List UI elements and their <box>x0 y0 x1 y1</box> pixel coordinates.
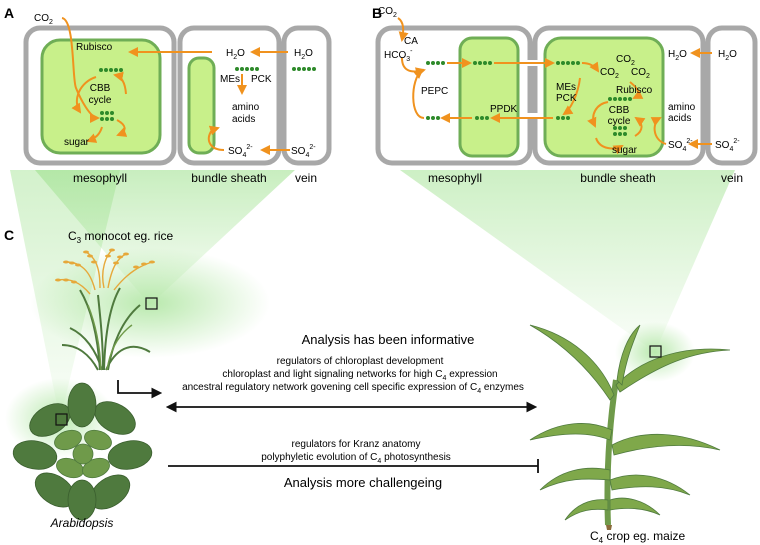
pepc-label-b: PEPC <box>421 86 448 97</box>
rice-plant-illustration <box>55 248 158 371</box>
so4-vein-label-a: SO42- <box>291 144 316 159</box>
metabolite-dots-a <box>99 67 316 121</box>
co2-b-label-b: CO2 <box>600 67 619 80</box>
amino-label-a-1: amino <box>232 102 260 113</box>
panel-a: CO2 Rubisco CBB cycle sugar H2O H2O MEs … <box>23 13 332 185</box>
sheath-chloroplast-b <box>543 36 665 158</box>
so4-sheath-label-b: SO42- <box>668 138 693 153</box>
glow-rice <box>30 248 270 358</box>
maize-leaves <box>529 324 731 521</box>
arabidopsis-label: Arabidopsis <box>50 516 114 530</box>
mes-label-a: MEs <box>220 74 240 85</box>
maize-base <box>606 525 612 530</box>
comparison-arrows <box>117 380 539 473</box>
vein-caption-b: vein <box>721 171 743 185</box>
ppdk-label-b: PPDK <box>490 104 518 115</box>
co2-label-a: CO2 <box>34 13 53 26</box>
so4-sheath-label-a: SO42- <box>228 144 253 159</box>
amino-label-b-2: acids <box>668 113 691 124</box>
mesophyll-caption-a: mesophyll <box>73 171 127 185</box>
informative-heading: Analysis has been informative <box>302 332 475 347</box>
challenge-item-1: regulators for Kranz anatomy <box>292 439 421 450</box>
rice-panicles <box>57 249 153 295</box>
amino-label-b-1: amino <box>668 102 696 113</box>
maize-plant-illustration <box>529 324 731 530</box>
co2-c-label-b: CO2 <box>631 67 650 80</box>
sugar-label-b: sugar <box>612 145 638 156</box>
rice-to-list-arrow <box>117 380 163 399</box>
co2-a-label-b: CO2 <box>616 54 635 67</box>
rubisco-label-a: Rubisco <box>76 42 113 53</box>
maize-zoom-box <box>649 345 662 358</box>
informative-item-1: regulators of chloroplast development <box>277 356 444 367</box>
rice-zoom-box <box>145 297 158 310</box>
rice-label: C3 monocot eg. rice <box>68 229 173 245</box>
vein-cell-b <box>705 25 758 166</box>
amino-label-a-2: acids <box>232 114 255 125</box>
rice-leaves-light <box>87 304 133 371</box>
panel-label-c: C <box>4 227 14 243</box>
metabolite-dots-b <box>426 61 632 136</box>
vein-cell-a <box>281 25 332 166</box>
flux-arrows-a <box>61 17 290 155</box>
mesophyll-chloroplast-b <box>458 36 520 158</box>
arabidopsis-leaves-outer <box>12 382 153 521</box>
cbb-label-a-1: CBB <box>90 83 111 94</box>
plasmodesma-bottom <box>526 113 540 119</box>
flux-arrows-b <box>397 17 712 155</box>
arabidopsis-plant-illustration <box>12 382 153 521</box>
cbb-label-a-2: cycle <box>89 95 112 106</box>
panel-b: CO2 CA HCO3- PEPC PPDK MEs PCK CO2 CO2 C… <box>375 6 758 185</box>
challenge-item-2: polyphyletic evolution of C4 photosynthe… <box>261 452 451 465</box>
maize-label: C4 crop eg. maize <box>590 529 685 545</box>
h2o-vein-label-b: H2O <box>718 49 737 62</box>
pck-label-a: PCK <box>251 74 272 85</box>
panel-label-b: B <box>372 5 382 21</box>
co2-label-b: CO2 <box>378 6 397 19</box>
h2o-vein-label-a: H2O <box>294 48 313 61</box>
beam-maize-to-panel-b <box>400 170 735 352</box>
mesophyll-caption-b: mesophyll <box>428 171 482 185</box>
panel-label-a: A <box>4 5 14 21</box>
bundle-sheath-caption-a: bundle sheath <box>191 171 266 185</box>
pck-label-b: PCK <box>556 93 577 104</box>
challenge-heading: Analysis more challengeing <box>284 475 442 490</box>
vein-caption-a: vein <box>295 171 317 185</box>
so4-vein-label-b: SO42- <box>715 138 740 153</box>
sheath-chloroplast-a <box>187 56 216 155</box>
bundle-sheath-caption-b: bundle sheath <box>580 171 655 185</box>
arabidopsis-zoom-box <box>55 413 68 426</box>
h2o-sheath-label-b: H2O <box>668 49 687 62</box>
cbb-label-b-1: CBB <box>609 105 630 116</box>
mes-label-b: MEs <box>556 82 576 93</box>
rubisco-label-b: Rubisco <box>616 85 653 96</box>
informative-item-2: chloroplast and light signaling networks… <box>222 369 497 382</box>
arabidopsis-leaves-inner <box>54 429 112 479</box>
informative-item-3: ancestral regulatory network govening ce… <box>182 382 524 395</box>
rice-grains <box>55 248 155 284</box>
sugar-label-a: sugar <box>64 137 90 148</box>
hco3-label-b: HCO3- <box>384 48 413 63</box>
cbb-label-b-2: cycle <box>608 116 631 127</box>
h2o-sheath-label-a: H2O <box>226 48 245 61</box>
ca-label-b: CA <box>404 36 418 47</box>
mesophyll-chloroplast-a <box>40 38 162 155</box>
